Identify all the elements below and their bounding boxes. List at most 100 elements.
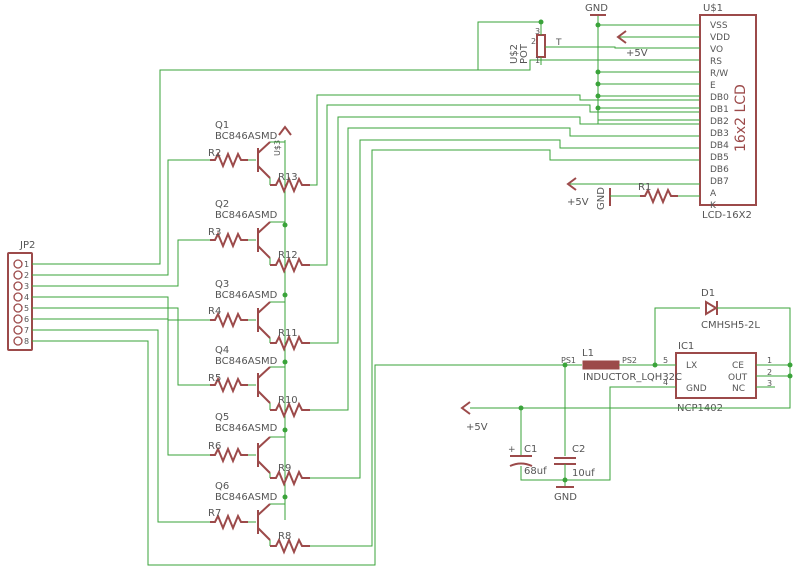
r4-ref: R4 xyxy=(208,306,221,317)
r8-ref: R8 xyxy=(278,531,291,542)
svg-text:5: 5 xyxy=(663,356,668,365)
svg-text:4: 4 xyxy=(24,293,29,302)
svg-text:7: 7 xyxy=(24,326,29,335)
vdd-label: +5V xyxy=(626,48,648,59)
pot-pin1: 1 xyxy=(535,56,540,65)
svg-text:DB7: DB7 xyxy=(710,177,729,187)
pot-t-label: T xyxy=(555,38,562,48)
svg-text:2: 2 xyxy=(767,368,772,377)
svg-text:VO: VO xyxy=(710,45,723,55)
l1-ref: L1 xyxy=(582,348,594,359)
svg-text:DB0: DB0 xyxy=(710,93,729,103)
q1-value: BC846ASMD xyxy=(215,131,278,142)
r10-ref: R10 xyxy=(278,395,298,406)
stage-q3: Q3 BC846ASMD R4 R11 xyxy=(208,116,700,352)
q3-ref: Q3 xyxy=(215,279,229,290)
svg-text:8: 8 xyxy=(24,337,29,346)
svg-text:RS: RS xyxy=(710,57,722,67)
svg-text:DB3: DB3 xyxy=(710,129,729,139)
svg-text:DB1: DB1 xyxy=(710,105,729,115)
svg-text:5: 5 xyxy=(24,304,29,313)
svg-text:DB5: DB5 xyxy=(710,153,729,163)
stage-q2: Q2 BC846ASMD R3 R12 xyxy=(208,104,700,274)
svg-text:3: 3 xyxy=(767,379,772,388)
lcd-body xyxy=(699,14,757,206)
d1-value: CMHSH5-2L xyxy=(701,320,760,331)
stage-q4: Q4 BC846ASMD R5 R10 xyxy=(208,127,700,419)
stage-q5: Q5 BC846ASMD R6 R9 xyxy=(208,139,700,487)
lcd-ref: U$1 xyxy=(703,3,723,14)
svg-text:E: E xyxy=(710,81,716,91)
c2-ref: C2 xyxy=(572,444,585,455)
pot-ref-group: U$2 POT xyxy=(509,43,530,64)
jp2-pin-circles xyxy=(13,259,23,346)
svg-text:DB4: DB4 xyxy=(710,141,729,151)
r1-ref: R1 xyxy=(638,182,651,193)
ic1-out: OUT xyxy=(728,373,748,383)
c1-ref: C1 xyxy=(524,444,537,455)
stage-q6: Q6 BC846ASMD R7 R8 xyxy=(208,149,700,555)
svg-text:K: K xyxy=(710,201,717,211)
gnd-label-k: GND xyxy=(596,187,607,210)
svg-text:A: A xyxy=(710,189,717,199)
a-pin-arrow xyxy=(566,177,577,191)
svg-text:VSS: VSS xyxy=(710,21,728,31)
q2-value: BC846ASMD xyxy=(215,210,278,221)
wire-rs xyxy=(32,59,700,265)
l1-value: INDUCTOR_LQH32C xyxy=(583,372,682,383)
ic1-ref: IC1 xyxy=(678,341,694,352)
l1-pin1: PS1 xyxy=(561,356,576,365)
jp2-body xyxy=(7,252,33,351)
ic1-nc: NC xyxy=(732,384,745,394)
l1-pin2: PS2 xyxy=(622,356,637,365)
pot-value: POT xyxy=(519,43,530,64)
ic1-lx: LX xyxy=(686,361,697,371)
c1-symbol xyxy=(509,462,533,467)
svg-text:VDD: VDD xyxy=(710,33,730,43)
svg-text:1: 1 xyxy=(767,356,772,365)
q5-value: BC846ASMD xyxy=(215,423,278,434)
r5-ref: R5 xyxy=(208,373,221,384)
jp2-pin-numbers: 1 2 3 4 5 6 7 8 xyxy=(24,260,29,346)
ic1-gnd: GND xyxy=(686,384,707,394)
ic1-ce: CE xyxy=(732,361,744,371)
q2-ref: Q2 xyxy=(215,199,229,210)
q3-value: BC846ASMD xyxy=(215,290,278,301)
svg-text:6: 6 xyxy=(24,315,29,324)
svg-text:2: 2 xyxy=(24,271,29,280)
pot-ref: U$2 xyxy=(509,44,520,64)
svg-text:DB2: DB2 xyxy=(710,117,729,127)
r9-ref: R9 xyxy=(278,463,291,474)
a-pin-5v: +5V xyxy=(567,197,589,208)
r11-ref: R11 xyxy=(278,328,298,339)
pot-body xyxy=(536,34,546,58)
jp2-ref: JP2 xyxy=(19,240,35,251)
r12-ref: R12 xyxy=(278,250,298,261)
gnd-label-top: GND xyxy=(585,3,608,14)
q6-ref: Q6 xyxy=(215,481,229,492)
c2-value: 10uf xyxy=(572,468,595,479)
d1-symbol xyxy=(705,300,718,316)
q4-ref: Q4 xyxy=(215,345,229,356)
vout-arrow xyxy=(460,401,471,415)
lcd-gnd-junctions xyxy=(595,22,601,111)
c1-value: 68uf xyxy=(524,466,547,477)
svg-text:+: + xyxy=(508,445,516,455)
gnd-arrow-symbol xyxy=(278,125,292,136)
stage-q1: Q1 BC846ASMD R2 R13 xyxy=(208,94,700,194)
r13-ref: R13 xyxy=(278,172,298,183)
q1-emitter-label: U$3 xyxy=(273,140,282,156)
q5-ref: Q5 xyxy=(215,412,229,423)
r6-ref: R6 xyxy=(208,441,221,452)
r3-ref: R3 xyxy=(208,227,221,238)
lcd-value: LCD-16X2 xyxy=(702,210,752,221)
lcd-title: 16x2 LCD xyxy=(733,84,749,152)
svg-text:1: 1 xyxy=(24,260,29,269)
gnd-label-psu: GND xyxy=(554,492,577,503)
svg-text:3: 3 xyxy=(24,282,29,291)
rail-junctions xyxy=(282,222,288,500)
q4-value: BC846ASMD xyxy=(215,356,278,367)
pot-pin3: 3 xyxy=(535,27,540,36)
vout-label: +5V xyxy=(466,422,488,433)
